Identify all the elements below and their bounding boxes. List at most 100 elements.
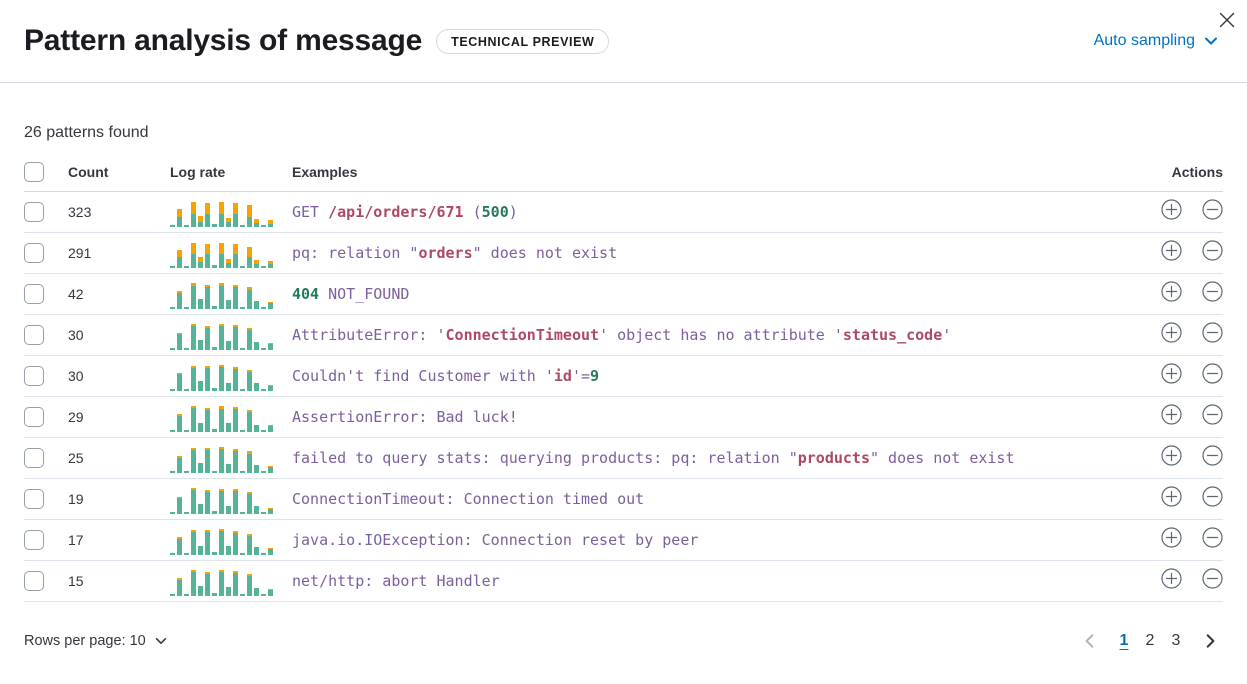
example-segment: java.io.IOException: Connection reset by… bbox=[292, 531, 699, 549]
minus-in-circle-icon bbox=[1202, 568, 1223, 589]
select-all-checkbox[interactable] bbox=[24, 162, 44, 182]
plus-in-circle-icon bbox=[1161, 404, 1182, 425]
row-checkbox[interactable] bbox=[24, 571, 44, 591]
include-pattern-button[interactable] bbox=[1161, 486, 1182, 507]
sparkline-bar bbox=[219, 447, 224, 473]
example-segment: ( bbox=[463, 203, 482, 221]
plus-in-circle-icon bbox=[1161, 445, 1182, 466]
sparkline-bar bbox=[170, 266, 175, 268]
sparkline-bar bbox=[170, 430, 175, 432]
sparkline-bar bbox=[205, 490, 210, 514]
exclude-pattern-button[interactable] bbox=[1202, 486, 1223, 507]
exclude-pattern-button[interactable] bbox=[1202, 363, 1223, 384]
exclude-pattern-button[interactable] bbox=[1202, 322, 1223, 343]
example-segment: products bbox=[797, 449, 870, 467]
sparkline-bar bbox=[261, 512, 266, 514]
next-page-button[interactable] bbox=[1197, 628, 1223, 654]
previous-page-button[interactable] bbox=[1077, 628, 1103, 654]
example-segment: AttributeError: ' bbox=[292, 326, 446, 344]
row-checkbox[interactable] bbox=[24, 489, 44, 509]
sparkline-bar bbox=[268, 385, 273, 391]
sparkline-bar bbox=[226, 423, 231, 432]
page-button-3[interactable]: 3 bbox=[1163, 628, 1189, 654]
sparkline-bar bbox=[198, 257, 203, 268]
sparkline-bar bbox=[212, 306, 217, 309]
sparkline-bar bbox=[240, 307, 245, 309]
include-pattern-button[interactable] bbox=[1161, 568, 1182, 589]
example-segment: Couldn't find Customer with ' bbox=[292, 367, 554, 385]
sparkline-bar bbox=[170, 471, 175, 473]
pattern-count: 29 bbox=[68, 396, 170, 438]
exclude-pattern-button[interactable] bbox=[1202, 445, 1223, 466]
row-checkbox[interactable] bbox=[24, 284, 44, 304]
sparkline-bar bbox=[191, 406, 196, 432]
sparkline-bar bbox=[198, 381, 203, 391]
sparkline-bar bbox=[177, 456, 182, 473]
include-pattern-button[interactable] bbox=[1161, 363, 1182, 384]
column-header-actions: Actions bbox=[1127, 156, 1223, 192]
sparkline-bar bbox=[198, 299, 203, 309]
sparkline-bar bbox=[191, 202, 196, 227]
row-checkbox[interactable] bbox=[24, 366, 44, 386]
rows-per-page-selector[interactable]: Rows per page: 10 bbox=[24, 633, 168, 649]
close-button[interactable] bbox=[1212, 5, 1242, 35]
exclude-pattern-button[interactable] bbox=[1202, 568, 1223, 589]
sparkline-bar bbox=[247, 492, 252, 514]
sparkline-bar bbox=[212, 265, 217, 268]
sparkline-bar bbox=[226, 218, 231, 227]
row-checkbox[interactable] bbox=[24, 202, 44, 222]
include-pattern-button[interactable] bbox=[1161, 240, 1182, 261]
sparkline-bar bbox=[233, 244, 238, 268]
sparkline-bar bbox=[233, 325, 238, 350]
sparkline-bar bbox=[226, 587, 231, 596]
row-checkbox[interactable] bbox=[24, 325, 44, 345]
sparkline-bar bbox=[198, 423, 203, 432]
page-button-1[interactable]: 1 bbox=[1111, 628, 1137, 654]
exclude-pattern-button[interactable] bbox=[1202, 404, 1223, 425]
sparkline-bar bbox=[184, 553, 189, 555]
sparkline-bar bbox=[212, 593, 217, 596]
pattern-count: 25 bbox=[68, 437, 170, 479]
sparkline-bar bbox=[240, 512, 245, 514]
sparkline-bar bbox=[184, 471, 189, 473]
log-rate-sparkline bbox=[170, 525, 274, 555]
include-pattern-button[interactable] bbox=[1161, 281, 1182, 302]
include-pattern-button[interactable] bbox=[1161, 199, 1182, 220]
exclude-pattern-button[interactable] bbox=[1202, 240, 1223, 261]
example-segment: 404 bbox=[292, 285, 320, 303]
plus-in-circle-icon bbox=[1161, 322, 1182, 343]
sparkline-bar bbox=[247, 574, 252, 596]
chevron-down-icon bbox=[155, 638, 166, 644]
sparkline-bar bbox=[205, 408, 210, 432]
pattern-count: 42 bbox=[68, 273, 170, 315]
minus-in-circle-icon bbox=[1202, 527, 1223, 548]
exclude-pattern-button[interactable] bbox=[1202, 527, 1223, 548]
include-pattern-button[interactable] bbox=[1161, 404, 1182, 425]
flyout-header: Pattern analysis of message TECHNICAL PR… bbox=[0, 0, 1247, 58]
row-checkbox[interactable] bbox=[24, 448, 44, 468]
sparkline-bar bbox=[184, 594, 189, 596]
exclude-pattern-button[interactable] bbox=[1202, 281, 1223, 302]
exclude-pattern-button[interactable] bbox=[1202, 199, 1223, 220]
include-pattern-button[interactable] bbox=[1161, 527, 1182, 548]
row-checkbox[interactable] bbox=[24, 530, 44, 550]
row-checkbox[interactable] bbox=[24, 243, 44, 263]
technical-preview-badge: TECHNICAL PREVIEW bbox=[436, 28, 610, 54]
include-pattern-button[interactable] bbox=[1161, 445, 1182, 466]
row-checkbox[interactable] bbox=[24, 407, 44, 427]
log-rate-sparkline bbox=[170, 238, 274, 268]
table-header-row: Count Log rate Examples Actions bbox=[24, 156, 1223, 192]
page-button-2[interactable]: 2 bbox=[1137, 628, 1163, 654]
sampling-dropdown[interactable]: Auto sampling bbox=[1094, 32, 1219, 50]
minus-in-circle-icon bbox=[1202, 363, 1223, 384]
sparkline-bar bbox=[212, 471, 217, 473]
sparkline-bar bbox=[184, 348, 189, 350]
sparkline-bar bbox=[219, 202, 224, 227]
sparkline-bar bbox=[198, 216, 203, 227]
include-pattern-button[interactable] bbox=[1161, 322, 1182, 343]
